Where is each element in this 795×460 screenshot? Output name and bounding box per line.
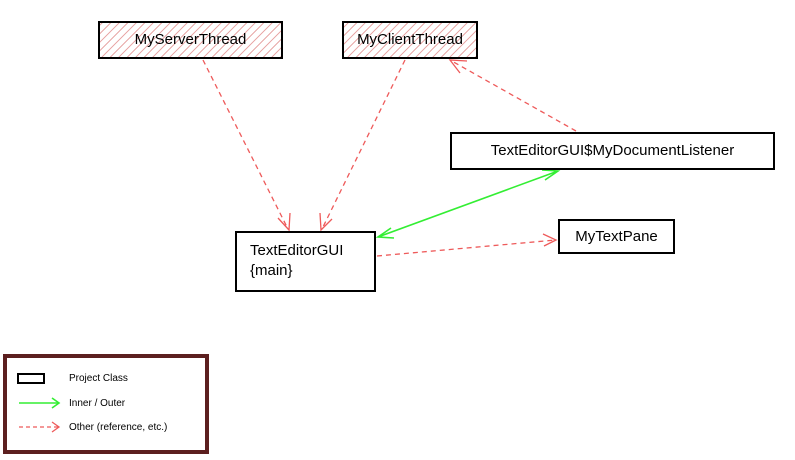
class-name-label: MyServerThread (134, 31, 247, 48)
legend: Project Class Inner / Outer Other (refer… (3, 354, 209, 454)
class-box-myclientthread[interactable]: MyClientThread (342, 21, 478, 59)
edge-listener-to-myclientthread (448, 59, 577, 132)
class-name-label: TextEditorGUI (250, 242, 344, 259)
edge-myclientthread-to-texteditorgui (319, 59, 406, 232)
legend-label: Other (reference, etc.) (69, 421, 168, 433)
reference-arrow-icon (17, 419, 63, 435)
legend-label: Project Class (69, 372, 128, 384)
class-stereotype-label: {main} (250, 262, 293, 279)
class-box-myserverthread[interactable]: MyServerThread (98, 21, 283, 59)
edge-texteditorgui-to-mytextpane (376, 233, 558, 257)
project-class-swatch (17, 370, 63, 386)
class-name-label: MyClientThread (357, 31, 463, 48)
legend-item-other: Other (reference, etc.) (17, 419, 167, 435)
class-box-mydocumentlistener[interactable]: TextEditorGUI$MyDocumentListener (450, 132, 775, 170)
legend-label: Inner / Outer (69, 397, 126, 409)
inner-outer-arrow-icon (17, 395, 63, 411)
edge-texteditorgui-listener-inner-outer (375, 169, 561, 239)
edge-myserverthread-to-texteditorgui (202, 59, 291, 232)
legend-item-project-class: Project Class (17, 370, 128, 386)
class-box-mytextpane[interactable]: MyTextPane (558, 219, 675, 254)
class-name-label: MyTextPane (575, 227, 658, 245)
legend-item-inner-outer: Inner / Outer (17, 395, 125, 411)
class-box-texteditorgui[interactable]: TextEditorGUI {main} (235, 231, 376, 292)
class-name-label: TextEditorGUI$MyDocumentListener (490, 142, 735, 159)
